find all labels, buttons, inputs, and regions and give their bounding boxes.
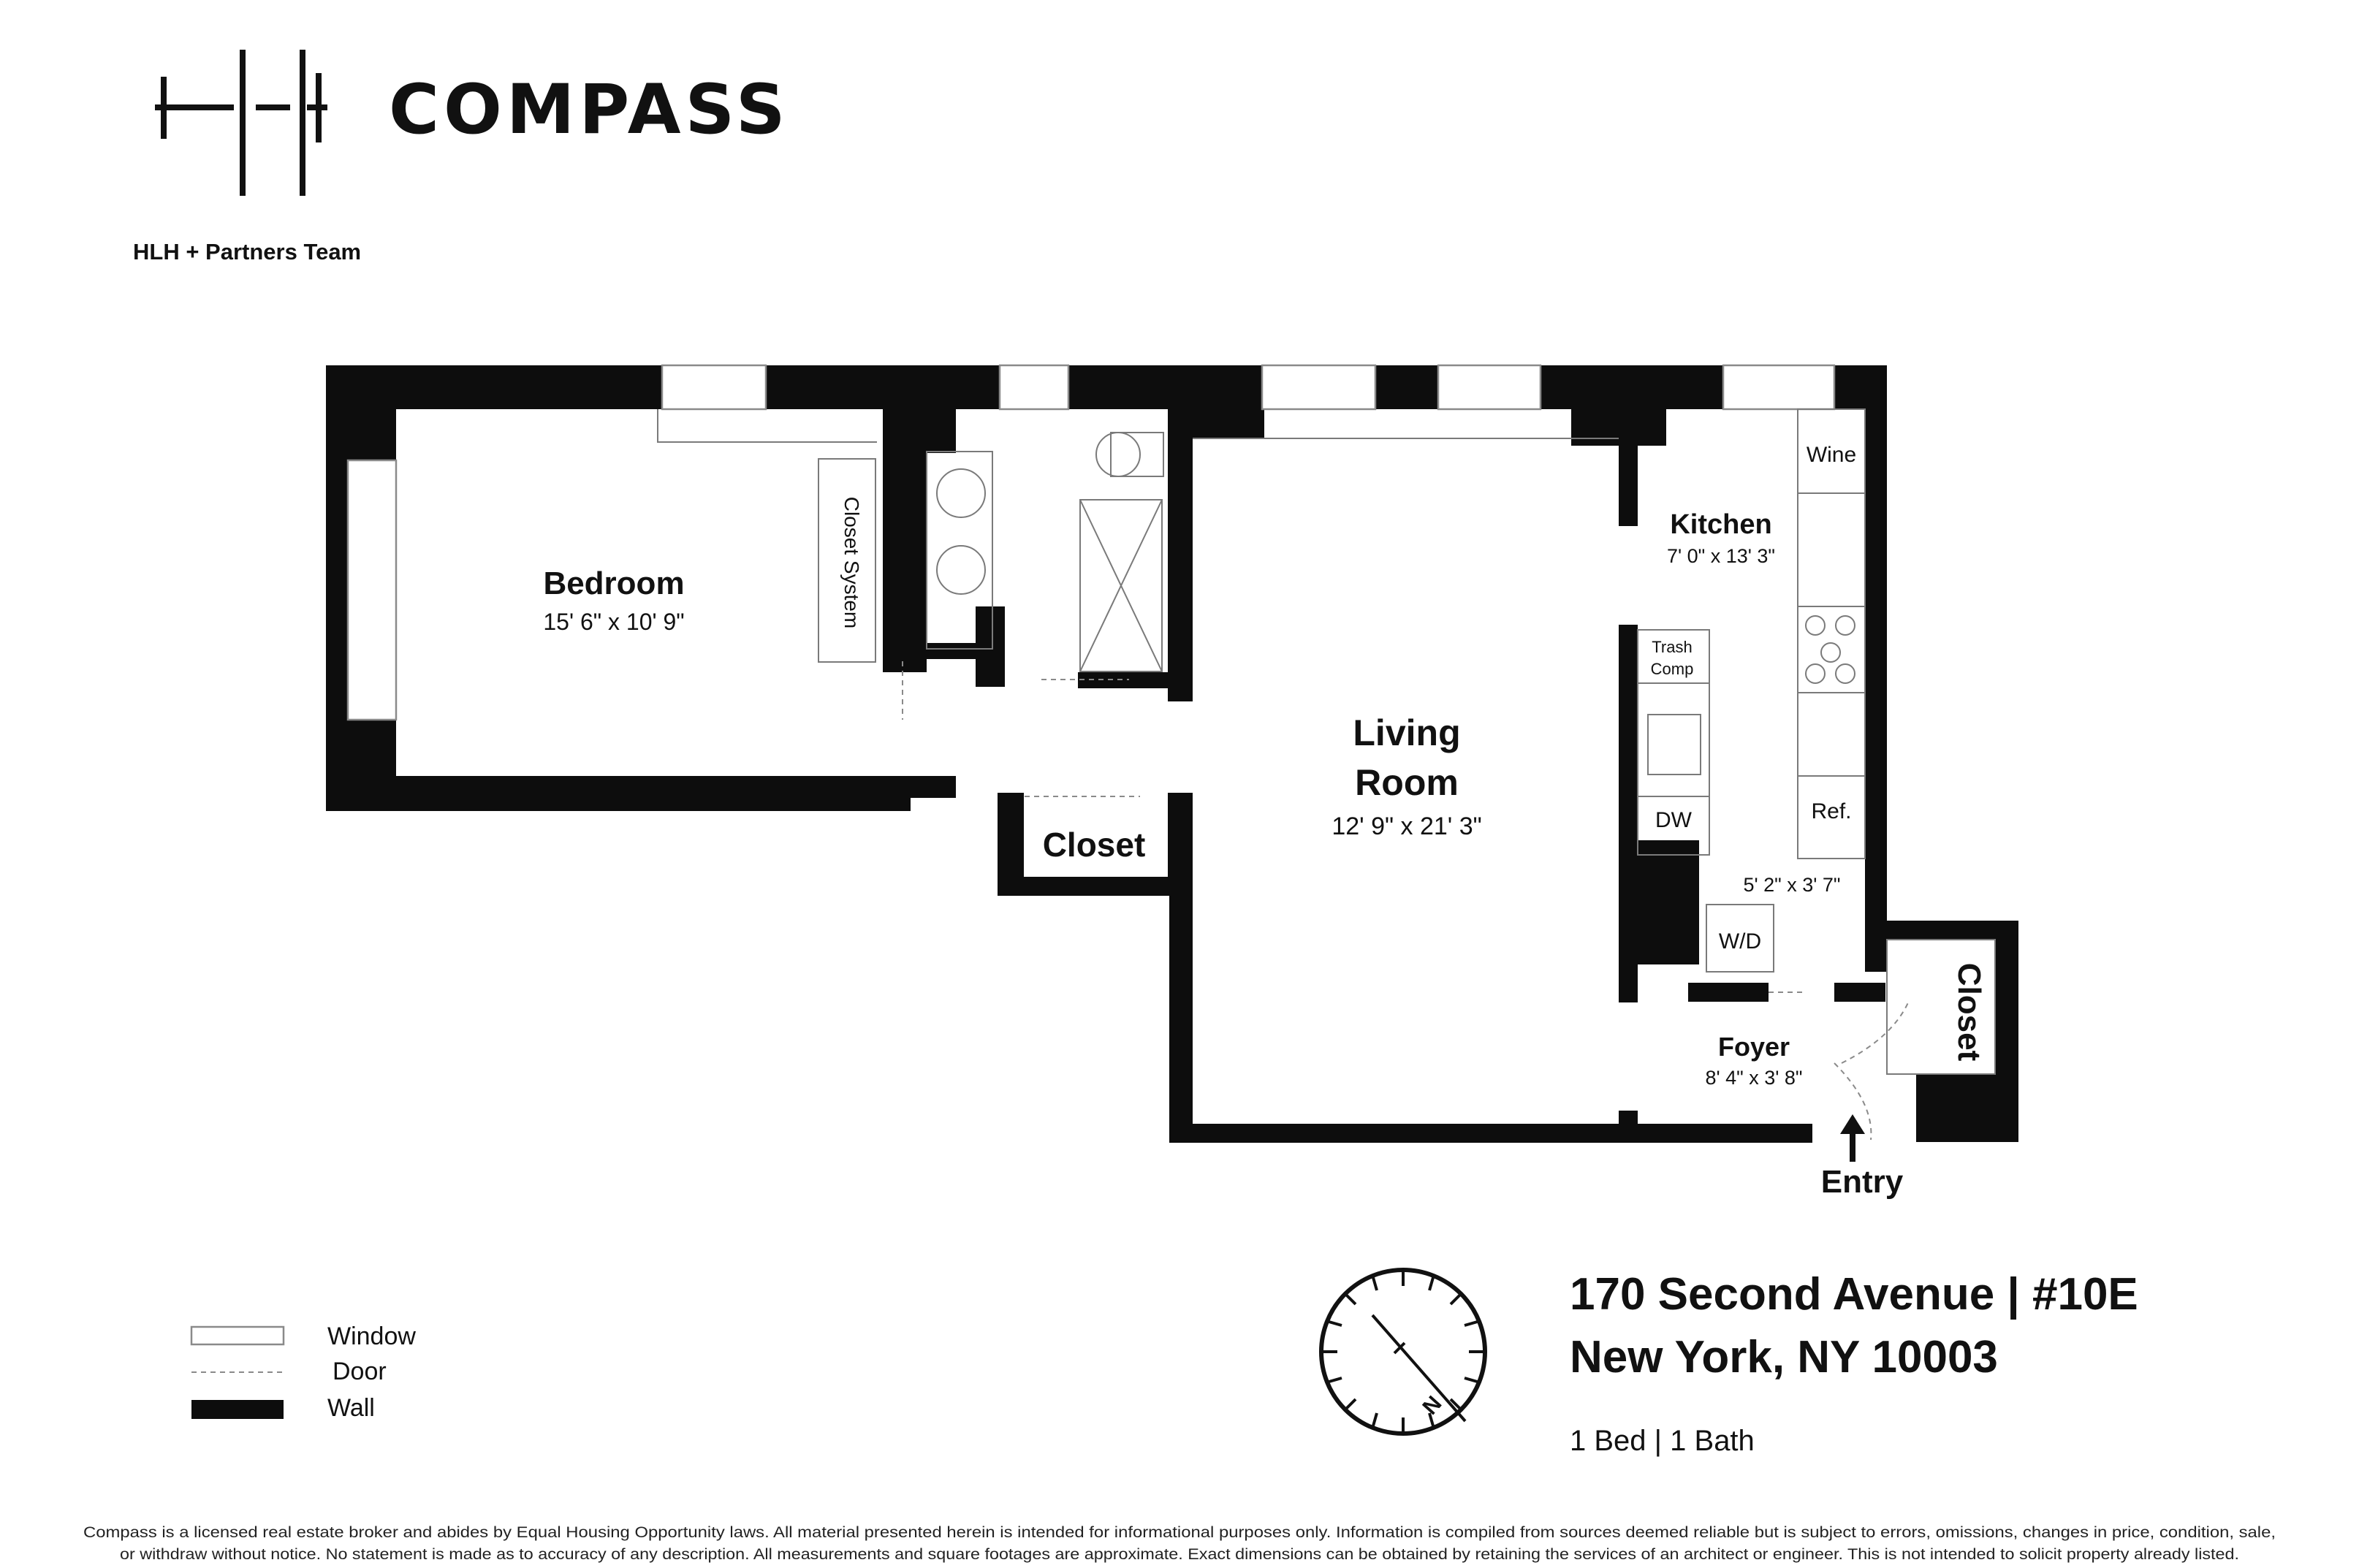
foyer-label: Foyer xyxy=(1718,1032,1790,1062)
legend-door-label: Door xyxy=(333,1358,387,1385)
entry-label: Entry xyxy=(1821,1164,1904,1200)
disclaimer-line2: or withdraw without notice. No statement… xyxy=(120,1546,2239,1563)
trash-label-line2: Comp xyxy=(1651,660,1694,678)
closet-label-center: Closet xyxy=(1043,826,1146,864)
windows xyxy=(346,364,1836,721)
beds-baths: 1 Bed | 1 Bath xyxy=(1570,1425,1755,1457)
kitchen-label: Kitchen xyxy=(1670,509,1771,540)
wine-label: Wine xyxy=(1807,443,1856,467)
north-arrow-icon xyxy=(1319,1268,1487,1436)
laundry-dims: 5' 2" x 3' 7" xyxy=(1743,874,1840,896)
compass-logo-mark xyxy=(155,50,327,196)
floor-plan-walls xyxy=(326,365,2018,1143)
bedroom-dims: 15' 6" x 10' 9" xyxy=(543,609,684,635)
closet-system-label: Closet System xyxy=(840,497,863,629)
kitchen-dims: 7' 0" x 13' 3" xyxy=(1667,545,1775,567)
living-room-label-line2: Room xyxy=(1355,762,1459,803)
trash-label-line1: Trash xyxy=(1652,638,1692,656)
closet-label-right: Closet xyxy=(1951,963,1987,1062)
living-room-label-line1: Living xyxy=(1353,712,1460,753)
bedroom-label: Bedroom xyxy=(543,566,684,601)
foyer-dims: 8' 4" x 3' 8" xyxy=(1705,1067,1802,1089)
doors xyxy=(902,661,1910,1141)
legend-wall-label: Wall xyxy=(327,1394,375,1422)
legend xyxy=(190,1325,285,1419)
dishwasher-label: DW xyxy=(1655,808,1693,832)
legend-window-label: Window xyxy=(327,1322,416,1350)
address-line1: 170 Second Avenue | #10E xyxy=(1570,1269,2138,1320)
washer-dryer-label: W/D xyxy=(1719,929,1761,954)
team-name: HLH + Partners Team xyxy=(133,239,361,264)
compass-wordmark: COMPASS xyxy=(389,70,790,150)
fixtures xyxy=(657,408,1996,1075)
entry-arrow-icon xyxy=(1840,1114,1865,1162)
refrigerator-label: Ref. xyxy=(1811,799,1851,823)
disclaimer-line1: Compass is a licensed real estate broker… xyxy=(83,1524,2276,1541)
address-line2: New York, NY 10003 xyxy=(1570,1332,1998,1382)
living-room-dims: 12' 9" x 21' 3" xyxy=(1332,812,1481,840)
